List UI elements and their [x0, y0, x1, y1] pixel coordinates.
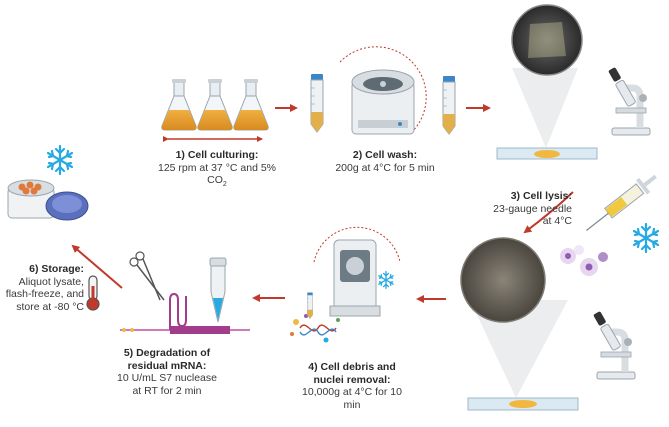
- step-6-detail-3: store at -80 °C: [16, 300, 84, 313]
- step-2-title: 2) Cell wash:: [352, 149, 418, 161]
- snowflake-icon: [46, 144, 74, 176]
- step-4-title-2: nuclei removal:: [313, 373, 391, 386]
- microscope-icon: [608, 67, 650, 135]
- centrifuge-icon: [313, 226, 401, 317]
- microscope-slide-icon: [496, 147, 598, 160]
- step-1-title: 1) Cell culturing:: [175, 149, 259, 161]
- step-3-detail-1: 23-gauge needle: [493, 202, 572, 215]
- step-3-caption: 3) Cell lysis: 23-gauge needle at 4°C: [480, 190, 572, 228]
- flask-icon: [233, 78, 269, 131]
- microcentrifuge-tube-icon: [209, 257, 227, 323]
- falcon-tube-icon: [307, 292, 313, 319]
- step-5-title-1: 5) Degradation of: [123, 347, 211, 359]
- step-4-detail-2: min: [343, 398, 361, 411]
- flow-arrow: [71, 244, 123, 289]
- step-4-caption: 4) Cell debris and nuclei removal: 10,00…: [296, 361, 408, 411]
- microscope-icon: [593, 311, 635, 379]
- cell-debris-particles: [290, 314, 340, 343]
- falcon-tube-icon: [310, 73, 324, 133]
- snowflake-icon: [632, 222, 660, 254]
- step-1-caption: 1) Cell culturing: 125 rpm at 37 °C and …: [152, 149, 282, 192]
- flask-icon: [161, 78, 197, 131]
- step-5-title-2: residual mRNA:: [127, 359, 207, 372]
- mrna-icon: [120, 292, 250, 334]
- microscope-field-view: [460, 237, 568, 398]
- microscope-field-view: [511, 4, 583, 148]
- step-2-detail: 200g at 4°C for 5 min: [335, 161, 435, 174]
- flow-arrow: [523, 191, 574, 234]
- step-6-caption: 6) Storage: Aliquot lysate, flash-freeze…: [4, 263, 84, 313]
- falcon-tube-icon: [442, 75, 456, 135]
- cryovial-box-icon: [7, 179, 89, 221]
- centrifuge-icon: [339, 46, 427, 135]
- syringe-icon: [585, 174, 657, 231]
- lysed-cells: [560, 245, 608, 276]
- snowflake-icon: [378, 270, 394, 290]
- step-3-title: 3) Cell lysis:: [510, 190, 572, 202]
- step-6-detail-2: flash-freeze, and: [5, 288, 84, 300]
- step-3-detail-2: at 4°C: [542, 215, 572, 227]
- scissors-icon: [129, 251, 165, 301]
- thermometer-icon: [86, 275, 100, 311]
- step-4-title-1: 4) Cell debris and: [308, 361, 396, 373]
- step-5-detail-2: at RT for 2 min: [132, 384, 202, 397]
- step-1-detail: 125 rpm at 37 °C and 5% CO2: [157, 161, 277, 189]
- step-4-detail-1: 10,000g at 4°C for 10: [302, 386, 402, 398]
- step-5-detail-1: 10 U/mL S7 nuclease: [116, 372, 217, 384]
- flask-icon: [197, 78, 233, 131]
- step-2-caption: 2) Cell wash: 200g at 4°C for 5 min: [325, 149, 445, 174]
- step-6-detail-1: Aliquot lysate,: [18, 275, 84, 288]
- microscope-slide-icon: [467, 397, 579, 411]
- step-5-caption: 5) Degradation of residual mRNA: 10 U/mL…: [112, 347, 222, 397]
- step-6-title: 6) Storage:: [29, 263, 84, 275]
